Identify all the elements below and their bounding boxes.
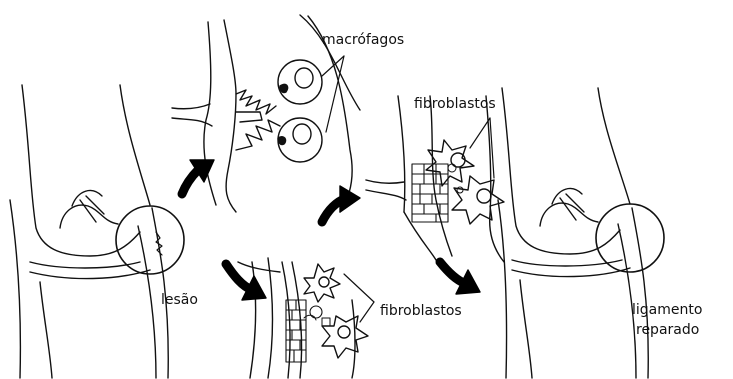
label-macrophages: macrófagos	[322, 32, 404, 49]
macrophage-2-nucleus	[293, 124, 311, 144]
label-lesion: lesão	[161, 292, 198, 309]
damaged-tissue-jagged-bottom	[236, 120, 280, 150]
left-femur-right-edge	[120, 85, 150, 205]
macrophage-1-nucleus	[295, 68, 313, 88]
pointer-fib-bottom-2	[360, 302, 374, 322]
arrow-to-early-repair	[226, 264, 252, 290]
label-repaired-ligament-line2: reparado	[636, 322, 699, 339]
macrophage-small	[310, 306, 322, 318]
panel-fibroblasts-late	[366, 96, 504, 262]
label-fibroblasts-top: fibroblastos	[414, 96, 496, 113]
arrow-to-macrophages	[182, 170, 198, 194]
macrophage-1	[278, 60, 322, 104]
right-repaired-circle	[596, 204, 664, 272]
label-repaired-ligament-line1: ligamento	[632, 302, 702, 319]
left-joint-line	[30, 262, 140, 268]
left-tibia-edge	[40, 282, 52, 378]
panel-fibroblasts-early	[238, 258, 374, 378]
left-outer-edge	[10, 200, 20, 378]
fibroblast-small-1	[304, 264, 340, 302]
left-cruciate-ligament	[80, 196, 104, 222]
fibroblast-small-2	[322, 316, 368, 358]
left-femoral-condyle	[60, 205, 118, 228]
label-fibroblasts-bottom: fibroblastos	[380, 303, 462, 320]
damaged-tissue-jagged-top	[236, 90, 276, 114]
pointer-fib-top-1	[470, 118, 490, 148]
left-knee-injured	[10, 85, 184, 378]
late-collagen-bricks	[412, 164, 448, 222]
left-lesion-circle	[116, 206, 184, 274]
left-femur-outline	[22, 85, 140, 256]
pointer-fib-bottom-1	[344, 274, 374, 302]
